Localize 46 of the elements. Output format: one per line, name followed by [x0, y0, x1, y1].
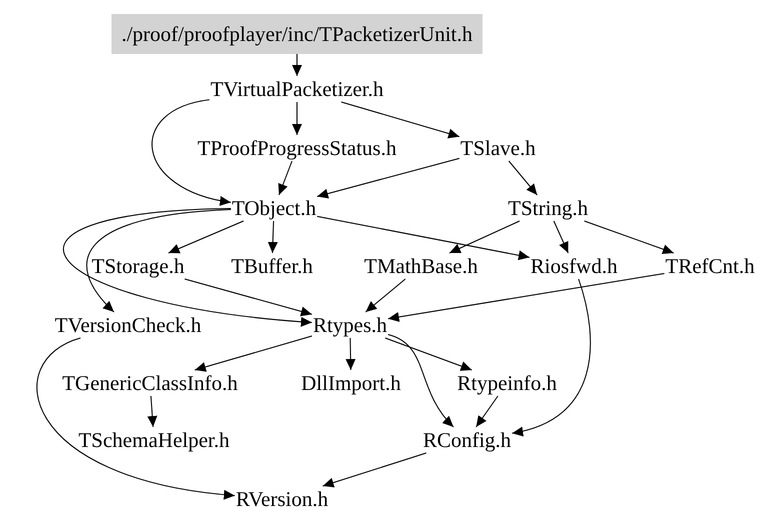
arrow — [63, 208, 312, 327]
arrow — [365, 278, 406, 312]
arrow — [184, 278, 312, 316]
arrow — [168, 220, 244, 254]
arrow — [388, 272, 665, 322]
file-label: TSlave.h — [460, 136, 536, 160]
file-label: TVersionCheck.h — [54, 313, 202, 337]
arrow — [194, 336, 312, 372]
arrow — [316, 158, 460, 198]
file-label: TBuffer.h — [231, 254, 313, 278]
file-label: TString.h — [508, 196, 588, 220]
file-label: TObject.h — [232, 196, 316, 220]
file-label: Rtypes.h — [312, 313, 388, 337]
arrow — [553, 220, 569, 254]
file-label: TSchemaHelper.h — [78, 428, 230, 452]
arrow — [476, 396, 498, 428]
file-label: TRefCnt.h — [665, 254, 755, 278]
arrow — [322, 452, 427, 488]
arrow — [384, 338, 472, 371]
arrow — [268, 220, 278, 254]
arrow — [292, 54, 302, 76]
arrow — [388, 334, 454, 428]
arrow — [346, 338, 356, 370]
arrow — [340, 102, 460, 138]
arrow — [508, 160, 538, 196]
arrow — [584, 220, 674, 254]
arrow — [316, 216, 530, 260]
arrow — [36, 338, 236, 500]
arrow — [292, 102, 302, 136]
file-label: TMathBase.h — [364, 254, 478, 278]
file-label: TGenericClassInfo.h — [62, 371, 238, 395]
file-label: Rtypeinfo.h — [457, 371, 557, 395]
file-label: DllImport.h — [301, 371, 401, 395]
arrow — [86, 209, 232, 312]
file-label: TStorage.h — [92, 254, 184, 278]
arrow — [448, 220, 520, 254]
file-label: Riosfwd.h — [530, 254, 618, 278]
arrow — [147, 396, 158, 428]
file-label: RConfig.h — [422, 428, 512, 452]
file-label: RVersion.h — [236, 487, 328, 511]
arrow — [512, 278, 591, 436]
arrow — [278, 160, 293, 196]
file-label: TProofProgressStatus.h — [198, 136, 396, 160]
file-box: ./proof/proofplayer/inc/TPacketizerUnit.h — [111, 14, 483, 54]
file-label: TVirtualPacketizer.h — [210, 77, 384, 101]
arrow — [152, 99, 232, 206]
